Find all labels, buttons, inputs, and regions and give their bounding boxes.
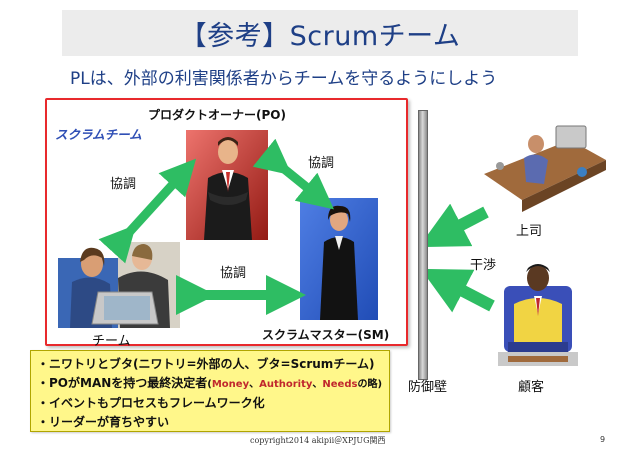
note-line-2: ・POがMANを持つ最終決定者(Money、Authority、Needsの略) [37,374,383,394]
team-label: チーム [92,334,131,349]
note-line-1: ・ニワトリとブタ(ニワトリ=外部の人、ブタ=Scrumチーム) [37,357,375,371]
note-line-3: ・イベントもプロセスもフレームワーク化 [37,396,265,410]
collab-label-po-sm: 協調 [308,156,335,171]
collab-label-team-po: 協調 [110,177,137,192]
note-money: Money [211,379,250,390]
product-owner-label: プロダクトオーナー(PO) [148,108,286,122]
slide-subtitle: PLは、外部の利害関係者からチームを守るようにしよう [70,69,498,89]
scrum-team-label: スクラムチーム [55,127,142,142]
customer-image [498,264,578,366]
boss-label: 上司 [516,224,543,239]
defense-wall [418,110,428,380]
arrow-customer-interference [420,268,495,313]
note-line-2-main: ・POがMANを持つ最終決定者 [37,376,208,390]
note-sep-2: 、 [312,379,323,390]
scrum-master-image [300,198,378,320]
note-line-2-open: ( [207,379,212,390]
copyright-footer: copyright2014 akipii＠XPJUG関西 [250,436,386,445]
team-image [58,238,180,328]
note-sep-1: 、 [249,379,260,390]
notes-box: ・ニワトリとブタ(ニワトリ=外部の人、ブタ=Scrumチーム) ・POがMANを… [30,350,390,432]
boss-image [484,125,606,212]
note-needs: Needs [322,379,358,390]
note-authority: Authority [259,379,313,390]
collab-label-team-sm: 協調 [220,266,247,281]
interference-label: 干渉 [470,258,497,273]
note-line-4: ・リーダーが育ちやすい [37,415,170,429]
product-owner-image [186,130,268,240]
page-number: 9 [600,435,606,444]
customer-label: 顧客 [518,380,545,395]
slide-title: 【参考】Scrumチーム [62,10,578,56]
scrum-master-label: スクラムマスター(SM) [262,328,390,342]
defense-wall-label: 防御壁 [408,380,448,395]
note-close: の略) [357,379,383,390]
